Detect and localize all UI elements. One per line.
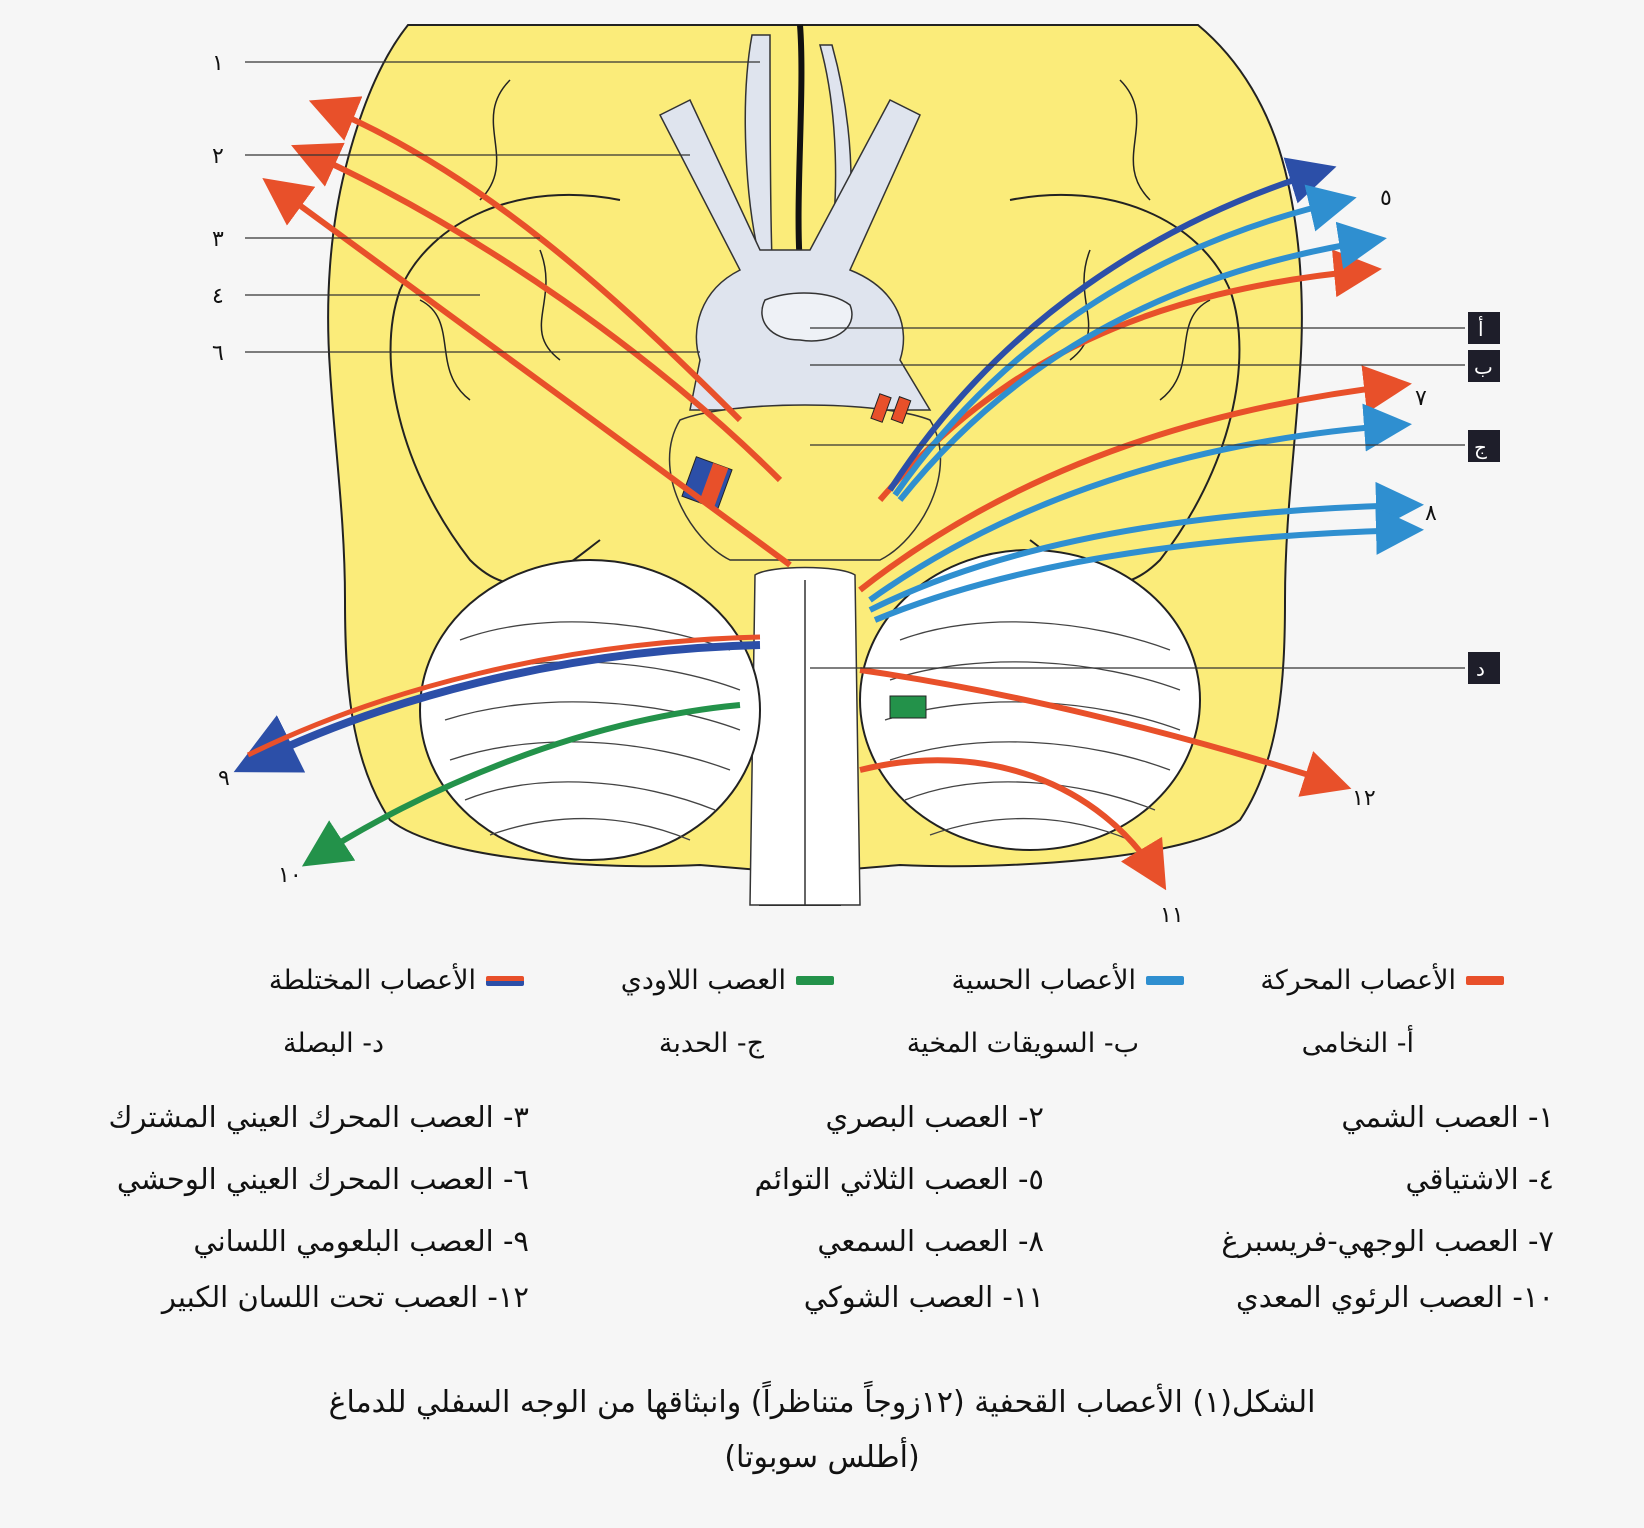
- label-n10: ١٠: [278, 863, 302, 888]
- figure-caption: الشكل(١) الأعصاب القحفية (١٢زوجاً متناظر…: [328, 1385, 1316, 1420]
- nerve-5-arrow-a: [892, 184, 1357, 497]
- nerve-name-3: ٣- العصب المحرك العيني المشترك: [108, 1100, 529, 1134]
- svg-text:أ: أ: [1478, 316, 1484, 341]
- nerve-4-arrow: [262, 177, 792, 568]
- motor-swatch: [1466, 976, 1504, 985]
- nerve-name-10: ١٠- العصب الرئوي المعدي: [1236, 1280, 1554, 1314]
- nerve-2-arrow: [308, 96, 743, 423]
- nerve-name-5: ٥- العصب الثلاثي التوائم: [754, 1162, 1044, 1196]
- label-n6: ٦: [212, 341, 224, 366]
- stump-r2: [890, 396, 912, 424]
- cranial-nerves-diagram: ١ ٢ ٣ ٤ ٦ ٥ ٧ ٨ ٩ ١٠ ١١ ١٢ أ ب ج د: [212, 24, 1500, 928]
- label-n8: ٨: [1425, 501, 1437, 526]
- label-n12: ١٢: [1352, 786, 1376, 811]
- nerve-8-arrow-a: [868, 481, 1424, 613]
- nerve-3-arrow: [291, 142, 783, 483]
- nerve-name-2: ٢- العصب البصري: [825, 1100, 1044, 1134]
- label-n5: ٥: [1380, 186, 1392, 211]
- label-n7: ٧: [1415, 386, 1427, 411]
- label-n1: ١: [212, 51, 224, 76]
- optic-chiasm: [658, 98, 932, 411]
- nerve-names: ١- العصب الشمي ٢- العصب البصري ٣- العصب …: [0, 1100, 1644, 1340]
- longitudinal-fissure: [795, 24, 805, 266]
- stump-green: [889, 695, 927, 719]
- nerve-name-7: ٧- العصب الوجهي-فريسبرغ: [1221, 1224, 1554, 1258]
- box-b: ب: [1468, 350, 1500, 382]
- nerve-7-sensory-arrow: [868, 403, 1412, 603]
- label-n2: ٢: [212, 144, 224, 169]
- nerve-name-4: ٤- الاشتياقي: [1405, 1162, 1554, 1196]
- structures-row: أ- النخامى ب- السويقات المخية ج- الحدبة …: [0, 1028, 1644, 1068]
- sensory-swatch: [1146, 976, 1184, 985]
- nerve-8-arrow-b: [873, 506, 1424, 623]
- legend-mixed-label: الأعصاب المختلطة: [268, 965, 476, 996]
- nerve-10-arrow: [301, 702, 741, 867]
- autonomic-swatch: [796, 976, 834, 985]
- nerve-5-arrow-b: [897, 221, 1387, 502]
- trigeminal-stump-red: [698, 462, 729, 508]
- nerve-name-12: ١٢- العصب تحت اللسان الكبير: [161, 1280, 529, 1314]
- nerve-name-1: ١- العصب الشمي: [1341, 1100, 1554, 1134]
- legend-autonomic: العصب اللاودي: [621, 965, 834, 996]
- box-c: ج: [1468, 430, 1500, 462]
- nerve-name-6: ٦- العصب المحرك العيني الوحشي: [116, 1162, 529, 1196]
- svg-text:ب: ب: [1474, 355, 1493, 379]
- legend-motor-label: الأعصاب المحركة: [1260, 965, 1456, 996]
- legend-motor: الأعصاب المحركة: [1260, 965, 1504, 996]
- stump-r1: [870, 393, 892, 423]
- label-n11: ١١: [1160, 903, 1184, 928]
- legend-mixed: الأعصاب المختلطة: [269, 965, 524, 996]
- nerve-name-11: ١١- العصب الشوكي: [803, 1280, 1044, 1314]
- pituitary: [761, 292, 853, 342]
- right-gyrus: [1069, 79, 1211, 401]
- nerve-9-arrow-red: [246, 634, 761, 758]
- mixed-swatch: [486, 975, 524, 986]
- box-a: أ: [1468, 312, 1500, 344]
- label-n4: ٤: [212, 284, 224, 309]
- nerve-7-arrow: [858, 365, 1412, 593]
- left-gyrus: [419, 79, 561, 401]
- nerve-12-arrow: [859, 667, 1352, 797]
- nerve-name-9: ٩- العصب البلعومي اللساني: [193, 1224, 529, 1258]
- nerve-name-8: ٨- العصب السمعي: [817, 1224, 1044, 1258]
- legend-sensory-label: الأعصاب الحسية: [951, 965, 1136, 996]
- nerve-9-arrow-blue: [233, 641, 761, 773]
- structure-c: ج- الحدبة: [658, 1028, 764, 1059]
- label-n3: ٣: [212, 227, 224, 252]
- cerebellum-left: [419, 559, 761, 861]
- svg-text:د: د: [1476, 657, 1485, 681]
- legend-sensory: الأعصاب الحسية: [951, 965, 1184, 996]
- pons: [668, 404, 942, 561]
- box-d: د: [1468, 652, 1500, 684]
- legend-autonomic-label: العصب اللاودي: [620, 965, 786, 996]
- nerve-11-arrow: [859, 757, 1167, 891]
- leader-lines: [245, 61, 1465, 669]
- nerve-5-dark-arrow: [887, 157, 1337, 492]
- structure-b: ب- السويقات المخية: [906, 1028, 1139, 1059]
- legend: الأعصاب المحركة الأعصاب الحسية العصب الل…: [0, 965, 1644, 1005]
- structure-d: د- البصلة: [282, 1028, 384, 1059]
- label-n9: ٩: [218, 766, 230, 791]
- figure-source: (أطلس سوبوتا): [724, 1440, 920, 1475]
- svg-text:ج: ج: [1474, 435, 1487, 459]
- structure-a: أ- النخامى: [1301, 1028, 1414, 1059]
